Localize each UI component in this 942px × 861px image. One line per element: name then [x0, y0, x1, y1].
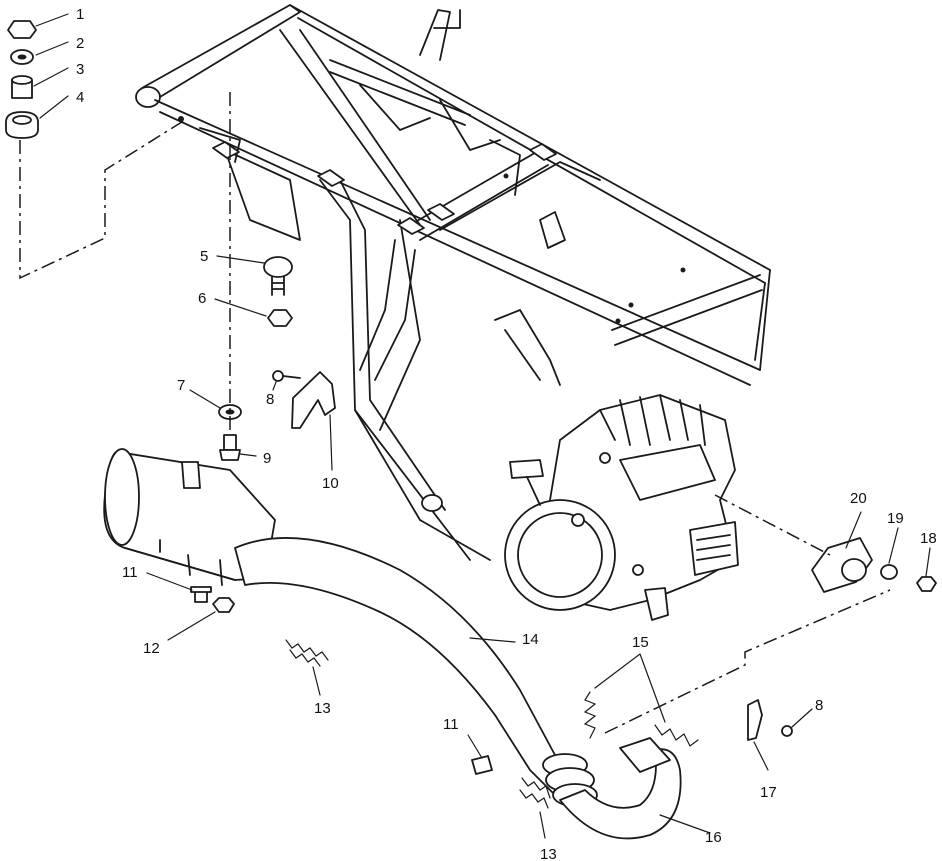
callout-12: 12: [143, 640, 160, 657]
callout-19: 19: [887, 510, 904, 527]
nut-18: [916, 576, 937, 592]
callout-13a: 13: [314, 700, 331, 717]
clip-17: [747, 699, 763, 741]
callout-5: 5: [200, 248, 208, 265]
bolt-11b: [471, 755, 493, 775]
callout-10: 10: [322, 475, 339, 492]
screw-8: [272, 370, 284, 382]
spring-15b: [654, 724, 699, 747]
callout-20: 20: [850, 490, 867, 507]
callout-14: 14: [522, 631, 539, 648]
callout-3: 3: [76, 61, 84, 78]
engine: [504, 394, 739, 621]
bracket-10: [291, 371, 336, 429]
callout-8a: 8: [266, 391, 274, 408]
callout-8b: 8: [815, 697, 823, 714]
callout-15: 15: [632, 634, 649, 651]
screw-8b: [781, 725, 793, 737]
bumper-5: [263, 256, 293, 278]
callout-9: 9: [263, 450, 271, 467]
center-lines: [19, 92, 891, 734]
nut-12: [212, 597, 235, 613]
callout-17: 17: [760, 784, 777, 801]
callout-labels: 1 2 3 4 5 6 7 8 9 10 11 12 13 14 11 13 1…: [76, 6, 937, 861]
spring-15a: [583, 691, 597, 739]
spring-13a: [285, 639, 329, 667]
callout-13b: 13: [540, 846, 557, 861]
callout-7: 7: [177, 377, 185, 394]
callout-4: 4: [76, 89, 84, 106]
callout-2: 2: [76, 35, 84, 52]
bolt-9: [223, 434, 237, 451]
nut-6: [267, 309, 293, 327]
washer-19: [880, 564, 898, 580]
callout-6: 6: [198, 290, 206, 307]
hardware: [5, 20, 937, 809]
spring-13b: [519, 777, 551, 809]
callout-11a: 11: [122, 564, 138, 581]
nut-1: [7, 20, 37, 39]
callout-11b: 11: [443, 716, 459, 733]
frame: [135, 4, 771, 561]
leader-lines: [33, 13, 931, 839]
callout-16: 16: [705, 829, 722, 846]
callout-18: 18: [920, 530, 937, 547]
exhaust-system: [103, 448, 682, 840]
callout-1: 1: [76, 6, 84, 23]
